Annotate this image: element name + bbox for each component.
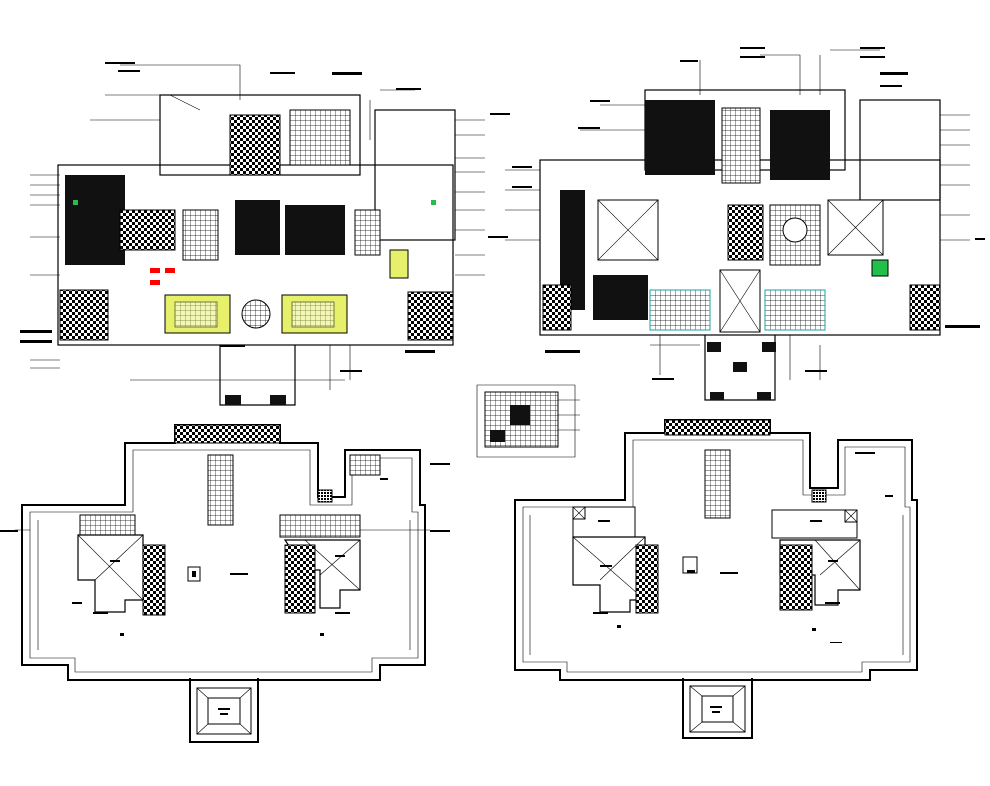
floor-plan-upper-right: [505, 47, 985, 401]
key-plan: [476, 384, 580, 458]
floor-plan-upper-left: [20, 62, 510, 406]
roof-plan-lower-right: [514, 419, 918, 739]
roof-plan-lower-left: [0, 424, 450, 743]
